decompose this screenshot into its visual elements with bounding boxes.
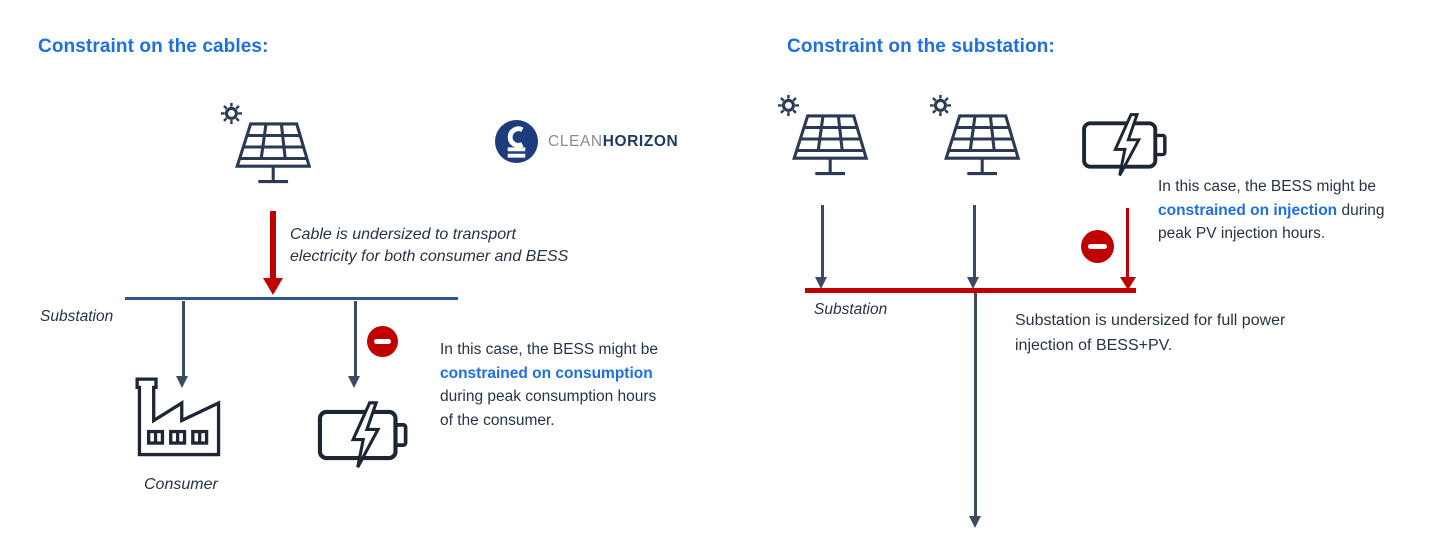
feeder-arrow-consumer: [182, 301, 185, 376]
no-entry-icon: [1081, 230, 1114, 263]
grid-export-arrowhead-icon: [968, 516, 981, 528]
solar-panel-icon: [777, 94, 869, 176]
logo-wordmark: CLEANHORIZON: [548, 133, 678, 151]
cleanhorizon-logo: CLEANHORIZON: [495, 120, 678, 163]
pv1-injection-arrowhead-icon: [815, 277, 827, 289]
cable-note-line2: electricity for both consumer and BESS: [290, 248, 569, 265]
sun-icon: [929, 94, 951, 116]
consumer-label: Consumer: [144, 476, 218, 493]
no-entry-icon: [367, 326, 398, 357]
bess-note-left-highlight: constrained on consumption: [440, 364, 653, 382]
right-title: Constraint on the substation:: [787, 36, 1055, 57]
feeder-arrowhead-bess-left-icon: [348, 376, 360, 388]
sun-icon: [220, 102, 242, 124]
logo-horizon-text: HORIZON: [602, 132, 679, 150]
bess-note-right-line3: peak PV injection hours.: [1158, 225, 1326, 242]
cleanhorizon-logo-icon: [495, 120, 538, 163]
substation-note-line1: Substation is undersized for full power: [1015, 312, 1286, 329]
substation-bus-right: [805, 288, 1136, 293]
cable-overload-arrow: [269, 211, 276, 278]
solar-panel-icon: [929, 94, 1021, 176]
bess-note-right-line2: constrained on injection during: [1158, 199, 1430, 223]
substation-label-left: Substation: [40, 308, 114, 325]
bess-note-left-line1: In this case, the BESS might be: [440, 341, 658, 358]
substation-note-line2: injection of BESS+PV.: [1015, 337, 1173, 354]
substation-note: Substation is undersized for full power …: [1015, 308, 1345, 358]
sun-icon: [777, 94, 799, 116]
bess-injection-arrow-blocked: [1126, 208, 1129, 277]
factory-icon: [135, 377, 221, 457]
grid-export-arrow: [974, 293, 977, 516]
feeder-arrowhead-consumer-icon: [176, 376, 188, 388]
battery-icon: [1082, 113, 1167, 177]
battery-icon: [317, 401, 408, 468]
bess-note-right-line1: In this case, the BESS might be: [1158, 178, 1376, 195]
logo-clean-text: CLEAN: [548, 132, 603, 150]
logo-glyph-icon: [507, 126, 526, 158]
solar-panel-icon: [220, 102, 312, 184]
bess-note-right: In this case, the BESS might be constrai…: [1158, 175, 1430, 246]
left-title: Constraint on the cables:: [38, 36, 269, 57]
pv1-injection-arrow: [821, 205, 824, 277]
cable-note-line1: Cable is undersized to transport: [290, 226, 516, 243]
bess-note-right-suffix: during: [1337, 201, 1385, 219]
bess-note-right-highlight: constrained on injection: [1158, 201, 1338, 219]
cable-overload-arrowhead-icon: [262, 278, 283, 295]
bess-note-left-line3: during peak consumption hours: [440, 388, 657, 405]
bess-injection-arrowhead-icon: [1119, 277, 1136, 290]
substation-bus-left: [125, 297, 458, 300]
cable-note: Cable is undersized to transport electri…: [290, 224, 568, 268]
pv2-injection-arrow: [973, 205, 976, 277]
substation-label-right: Substation: [814, 301, 888, 318]
feeder-arrow-bess-left: [354, 301, 357, 376]
bess-note-left-line4: of the consumer.: [440, 411, 555, 429]
pv2-injection-arrowhead-icon: [967, 277, 979, 289]
bess-note-left: In this case, the BESS might be constrai…: [440, 338, 700, 432]
